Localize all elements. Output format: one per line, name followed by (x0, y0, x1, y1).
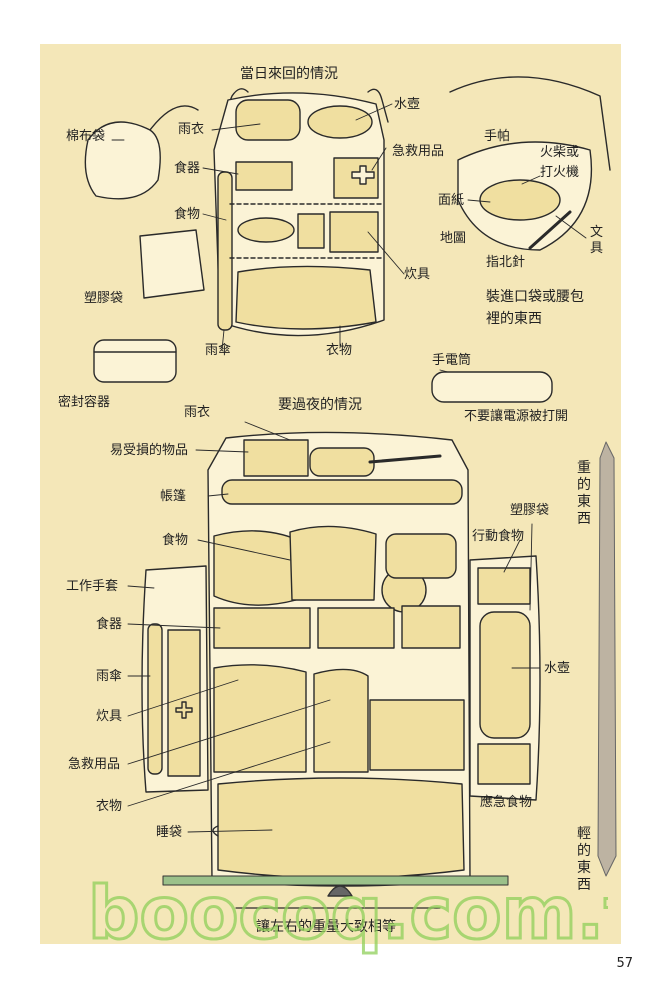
cotton-bag-drawing (84, 121, 161, 200)
label-first-aid: 急救用品 (392, 144, 445, 159)
label-tent: 帳篷 (160, 489, 187, 504)
balance-fulcrum (327, 885, 353, 897)
label-water-bottle: 水壺 (394, 97, 421, 112)
label-food: 食物 (174, 207, 201, 222)
label-tissue: 面紙 (438, 193, 465, 208)
label-raincoat: 雨衣 (178, 122, 205, 137)
label-heavy: 重的東西 (577, 460, 591, 527)
label-stationery-2: 具 (590, 241, 604, 256)
day-backpack-drawing (213, 88, 389, 337)
label-map: 地圖 (440, 231, 467, 246)
label-tableware: 食器 (174, 161, 201, 176)
overnight-backpack-drawing (207, 431, 471, 887)
label-first-aid-2: 急救用品 (68, 757, 121, 772)
waist-pouch-drawing (449, 76, 611, 251)
watermark: boocoq.com.tw (88, 872, 608, 957)
label-tableware-2: 食器 (96, 617, 123, 632)
label-plastic-bag: 塑膠袋 (84, 291, 124, 306)
label-clothes-2: 衣物 (96, 799, 123, 814)
label-matches-2: 打火機 (540, 165, 580, 180)
label-light: 輕的東西 (577, 826, 591, 893)
label-cotton-bag: 棉布袋 (66, 129, 106, 144)
balance-note: 讓左右的重量大致相等 (256, 919, 396, 935)
pouch-caption-line-1: 裝進口袋或腰包 (486, 289, 584, 305)
label-sleeping-bag: 睡袋 (156, 825, 183, 840)
leader-lines (111, 103, 587, 833)
page-number: 57 (616, 956, 633, 971)
label-clothes: 衣物 (326, 343, 353, 358)
pouch-caption-line-2: 裡的東西 (486, 311, 542, 327)
label-umbrella: 雨傘 (205, 343, 232, 358)
label-stationery-1: 文 (590, 225, 604, 240)
flashlight-drawing (431, 371, 553, 403)
label-plastic-bag-2: 塑膠袋 (510, 503, 550, 518)
label-stove-2: 炊具 (96, 709, 123, 724)
label-water-bottle-2: 水壺 (544, 661, 571, 676)
label-flashlight: 手電筒 (432, 353, 472, 368)
label-trail-food: 行動食物 (472, 529, 525, 544)
sealed-container-drawing (93, 339, 177, 383)
watermark-text: boocoq.com.tw (88, 872, 608, 955)
label-work-gloves: 工作手套 (66, 579, 119, 594)
overnight-title: 要過夜的情況 (278, 397, 362, 413)
plastic-bag-drawing (139, 229, 205, 299)
label-umbrella-2: 雨傘 (96, 669, 123, 684)
label-matches-1: 火柴或 (540, 145, 580, 160)
label-raincoat-2: 雨衣 (184, 405, 211, 420)
balance-beam (162, 875, 509, 886)
label-handkerchief: 手帕 (484, 129, 511, 144)
label-emergency-food: 應急食物 (480, 795, 533, 810)
label-compass: 指北針 (486, 255, 526, 270)
label-stove: 炊具 (404, 267, 431, 282)
label-fragile: 易受損的物品 (110, 443, 189, 458)
label-food-2: 食物 (162, 533, 189, 548)
label-flashlight-note: 不要讓電源被打開 (464, 409, 569, 424)
day-trip-title: 當日來回的情況 (240, 66, 338, 82)
weight-scale-arrow (597, 441, 617, 877)
label-sealed-container: 密封容器 (58, 395, 111, 410)
